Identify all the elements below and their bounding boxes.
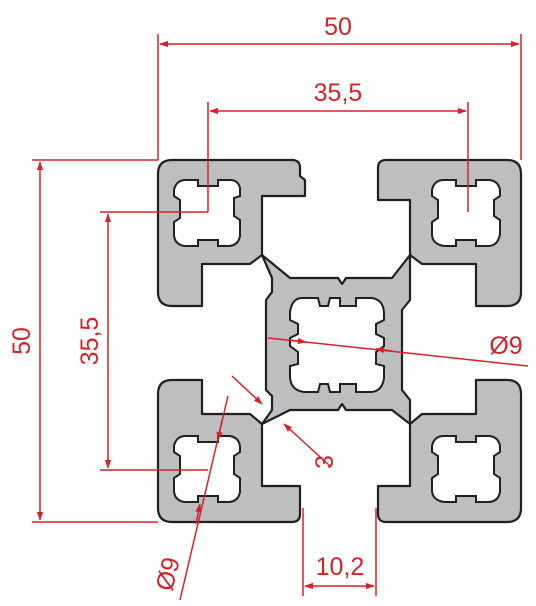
label-slot-spacing-horizontal: 35,5	[314, 79, 363, 107]
arrow-center-bore-left	[289, 337, 307, 345]
bores	[173, 179, 501, 503]
bore-bottom-left	[173, 435, 241, 503]
label-corner-bore-diameter: Ø9	[151, 554, 186, 593]
dim-line-center-bore	[267, 337, 529, 367]
arrow-corner-bore-bottom	[195, 503, 202, 525]
dim-line-wall-b	[283, 423, 331, 467]
bore-bottom-right	[431, 435, 501, 503]
bore-top-left	[173, 179, 241, 247]
label-overall-height: 50	[8, 327, 36, 355]
label-slot-opening-width: 10,2	[316, 553, 365, 581]
label-overall-width: 50	[324, 13, 352, 41]
arrow-corner-bore-top	[216, 419, 223, 441]
arrow-center-bore-right	[375, 346, 393, 354]
dimension-labels: 50 35,5 50 35,5 Ø9 3 Ø9 10,2	[8, 13, 523, 594]
bore-top-right	[431, 179, 501, 247]
label-core-bore-diameter: Ø9	[489, 332, 522, 360]
dim-line-wall-a	[231, 375, 263, 405]
label-wall-thickness: 3	[311, 455, 339, 469]
label-slot-spacing-vertical: 35,5	[76, 317, 104, 366]
dimension-lines	[32, 34, 529, 601]
